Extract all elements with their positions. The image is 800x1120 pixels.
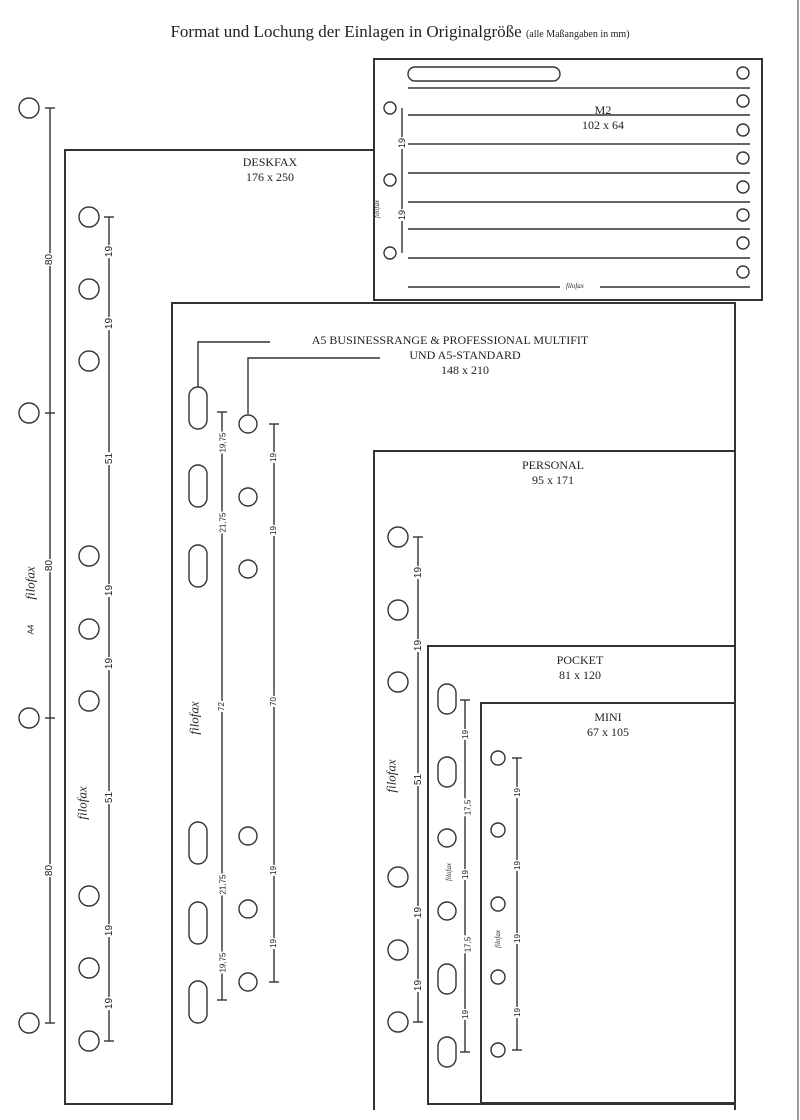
pocket-size: 81 x 120: [559, 668, 601, 682]
personal-dim-4: 19: [413, 905, 425, 920]
mini-name: MINI: [594, 710, 622, 724]
a5-name-line1: A5 BUSINESSRANGE & PROFESSIONAL MULTIFIT: [311, 333, 589, 347]
a5-name-line2: UND A5-STANDARD: [409, 348, 521, 362]
pocket-label: POCKET 81 x 120: [480, 653, 680, 683]
a4-dim-1: 80: [44, 252, 56, 267]
m2-size: 102 x 64: [582, 118, 624, 132]
deskfax-dim-3: 51: [104, 451, 116, 466]
m2-dim-1: 19: [397, 136, 408, 150]
deskfax-dim-6: 51: [104, 790, 116, 805]
pocket-dim-1: 19: [460, 729, 470, 740]
deskfax-label: DESKFAX 176 x 250: [160, 155, 380, 185]
m2-name: M2: [594, 103, 612, 117]
pocket-brand-logo: filofax: [444, 863, 453, 881]
deskfax-dim-4: 19: [104, 583, 116, 598]
personal-dim-5: 19: [413, 978, 425, 993]
a5-size: 148 x 210: [441, 363, 489, 377]
personal-dim-2: 19: [413, 638, 425, 653]
a5-multifit-dim-3: 72: [216, 701, 226, 712]
mini-sheet: [480, 702, 736, 1104]
m2-sheet: [373, 58, 763, 301]
a5-multifit-dim-1: 19,75: [218, 431, 228, 454]
mini-dim-2: 19: [512, 860, 522, 871]
mini-size: 67 x 105: [587, 725, 629, 739]
a4-dim-2: 80: [44, 558, 56, 573]
personal-label: PERSONAL 95 x 171: [453, 458, 653, 488]
pocket-dim-5: 19: [460, 1009, 470, 1020]
a5-brand-logo: filofax: [186, 701, 202, 735]
title-note: (alle Maßangaben in mm): [525, 29, 630, 40]
a5-standard-dim-3: 70: [268, 696, 278, 707]
pocket-dim-4: 17,5: [463, 935, 473, 954]
a5-standard-dim-1: 19: [268, 452, 278, 463]
a5-label: A5 BUSINESSRANGE & PROFESSIONAL MULTIFIT…: [270, 333, 630, 378]
title-main: Format und Lochung der Einlagen in Origi…: [170, 22, 522, 41]
mini-dim-1: 19: [512, 787, 522, 798]
m2-brand-logo-bottom: filofax: [566, 282, 584, 290]
deskfax-brand-logo: filofax: [74, 786, 90, 820]
a5-multifit-dim-2: 21,75: [218, 511, 228, 534]
pocket-dim-2: 17,5: [463, 798, 473, 817]
m2-brand-logo-left: filofax: [372, 200, 381, 218]
personal-brand-logo: filofax: [383, 759, 399, 793]
a5-multifit-dim-4: 21,75: [218, 873, 228, 896]
deskfax-dim-2: 19: [104, 316, 116, 331]
mini-dim-4: 19: [512, 1007, 522, 1018]
mini-label: MINI 67 x 105: [508, 710, 708, 740]
mini-dim-3: 19: [512, 933, 522, 944]
personal-dim-3: 51: [413, 772, 425, 787]
a5-standard-dim-4: 19: [268, 865, 278, 876]
m2-dim-2: 19: [397, 208, 408, 222]
a4-dim-3: 80: [44, 863, 56, 878]
deskfax-size: 176 x 250: [246, 170, 294, 184]
pocket-dim-3: 19: [460, 869, 470, 880]
a4-brand-logo: filofax: [22, 566, 38, 600]
deskfax-dim-1: 19: [104, 244, 116, 259]
page-title: Format und Lochung der Einlagen in Origi…: [0, 22, 800, 42]
a4-name: A4: [26, 624, 36, 635]
pocket-name: POCKET: [556, 653, 604, 667]
mini-brand-logo: filofax: [493, 930, 502, 948]
deskfax-dim-8: 19: [104, 996, 116, 1011]
a5-multifit-dim-5: 19,75: [218, 951, 228, 974]
personal-name: PERSONAL: [521, 458, 584, 472]
deskfax-name: DESKFAX: [242, 155, 298, 169]
deskfax-dim-5: 19: [104, 656, 116, 671]
personal-dim-1: 19: [413, 565, 425, 580]
personal-size: 95 x 171: [532, 473, 574, 487]
deskfax-dim-7: 19: [104, 923, 116, 938]
a5-standard-dim-5: 19: [268, 938, 278, 949]
a5-standard-dim-2: 19: [268, 525, 278, 536]
page-edge: [797, 0, 799, 1120]
m2-label: M2 102 x 64: [548, 103, 658, 133]
